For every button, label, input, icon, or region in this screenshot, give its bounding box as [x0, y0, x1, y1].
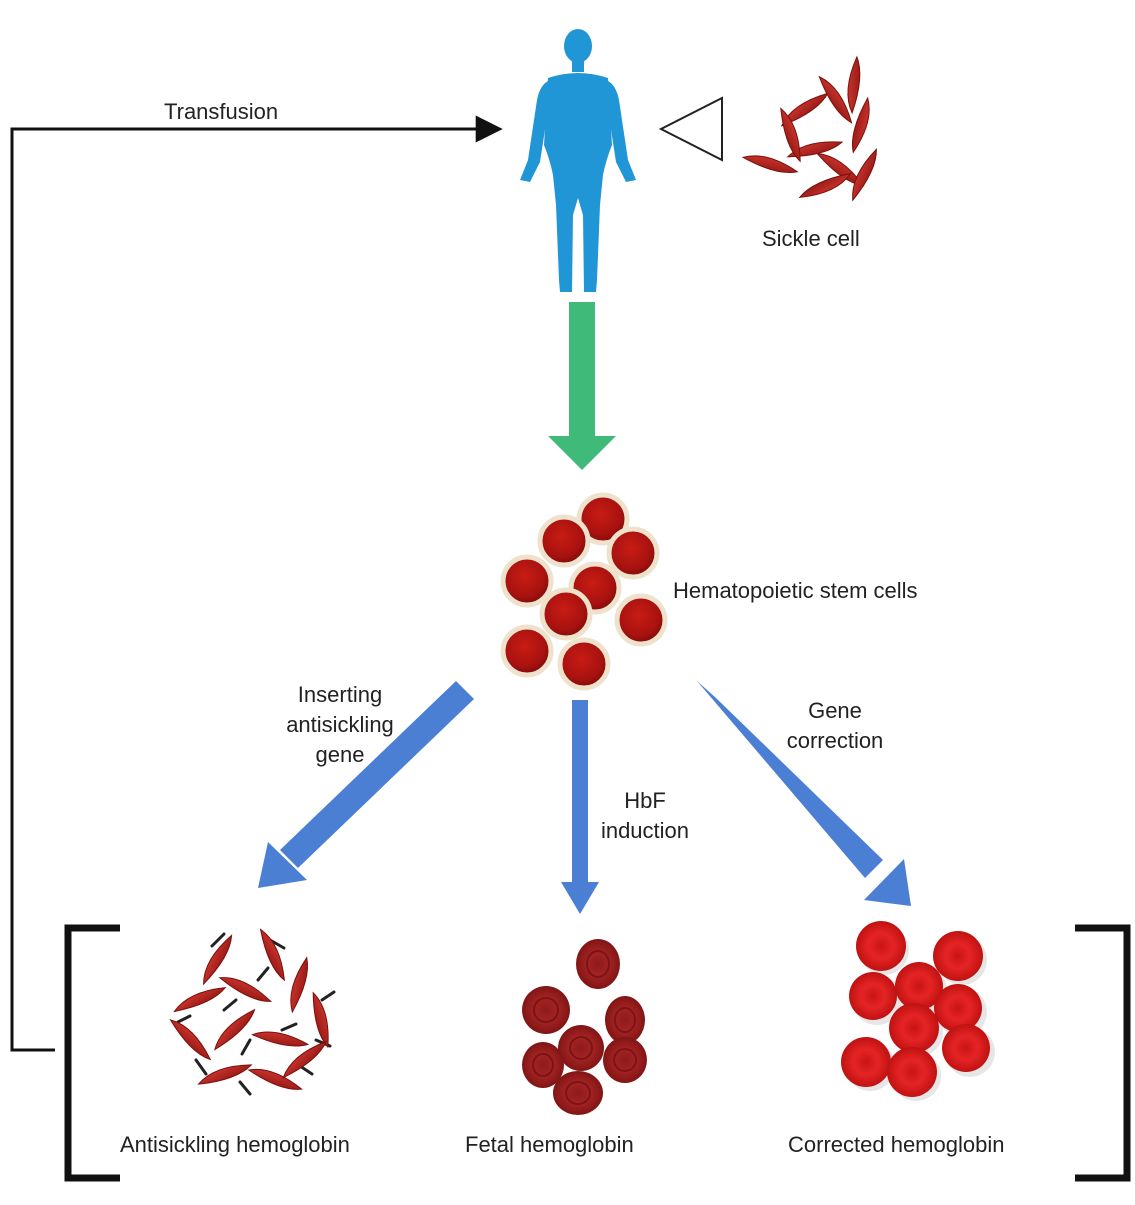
corrected-hemoglobin-icon: [841, 921, 995, 1101]
open-triangle-icon: [658, 96, 723, 162]
label-gene-correction: Gene correction: [775, 696, 895, 756]
label-line: Inserting: [297, 682, 383, 707]
label-line: induction: [600, 818, 690, 843]
label-fetal-hemoglobin: Fetal hemoglobin: [465, 1132, 634, 1157]
label-hbf-induction: HbF induction: [590, 786, 700, 846]
arrow-gene-correction: [697, 681, 911, 906]
sickle-cell-icon: [741, 55, 884, 202]
label-sickle-cell: Sickle cell: [762, 226, 860, 251]
label-line: correction: [786, 728, 884, 753]
arrow-hbf-induction: [561, 700, 599, 914]
label-line: Gene: [808, 698, 862, 723]
fetal-hemoglobin-icon: [522, 939, 647, 1115]
right-bracket: [1075, 924, 1131, 1182]
label-line: antisickling: [286, 712, 394, 737]
human-figure-icon: [520, 29, 636, 292]
label-hematopoietic-stem-cells: Hematopoietic stem cells: [673, 578, 918, 603]
label-corrected-hemoglobin: Corrected hemoglobin: [788, 1132, 1005, 1157]
arrow-inserting-gene: [258, 681, 474, 888]
green-arrow: [548, 302, 616, 470]
label-line: HbF: [624, 788, 666, 813]
stem-cell-icon: [500, 492, 668, 691]
label-inserting-antisickling-gene: Inserting antisickling gene: [255, 680, 425, 770]
antisickling-hemoglobin-icon: [168, 925, 336, 1097]
left-bracket: [64, 924, 120, 1182]
label-line: gene: [315, 742, 365, 767]
label-antisickling-hemoglobin: Antisickling hemoglobin: [120, 1132, 350, 1157]
label-transfusion: Transfusion: [164, 99, 279, 124]
transfusion-connector: [10, 115, 503, 1052]
